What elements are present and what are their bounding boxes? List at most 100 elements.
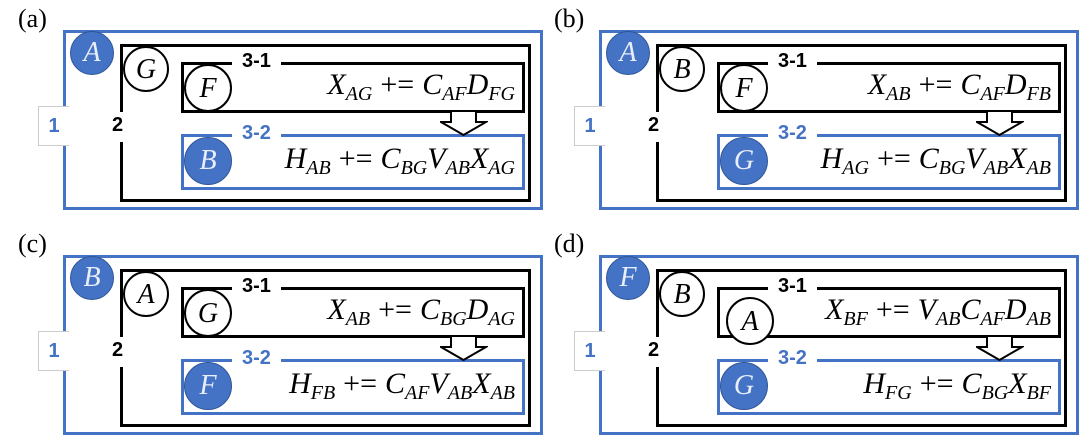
tensor-symbol: V — [429, 367, 448, 400]
panel-b: (b) 3-1 3-2 1 2 A B F G XAB+=CAFDFB HAG+… — [536, 0, 1080, 215]
panel-label: (a) — [18, 4, 47, 33]
operator: += — [876, 142, 911, 175]
tensor-term: DFG — [467, 68, 515, 105]
outer-index-circle: A — [606, 31, 650, 75]
loop-2-left-edge — [120, 367, 123, 424]
operator: += — [919, 367, 954, 400]
loop-3-2-box — [717, 359, 1061, 415]
tensor-indices: AB — [345, 308, 371, 330]
tensor-term: CBG — [380, 142, 428, 179]
tensor-term: VAB — [427, 142, 470, 179]
bottom-index-circle: B — [184, 137, 232, 185]
tensor-symbol: V — [965, 142, 984, 175]
tensor-symbol: X — [327, 293, 346, 326]
loop-2-left-edge — [656, 367, 659, 424]
tensor-term: CAF — [960, 68, 1004, 105]
loop-2-left-edge — [656, 44, 659, 112]
tensor-indices: AB — [445, 157, 470, 179]
tensor-indices: AG — [345, 83, 373, 105]
middle-index-circle: B — [659, 46, 705, 92]
loop-3-2-box — [181, 134, 525, 190]
bottom-index-circle: G — [720, 137, 768, 185]
loop-1-label: 1 — [38, 106, 69, 146]
loop-2-box — [120, 44, 531, 202]
tensor-indices: BG — [439, 308, 467, 330]
operator: += — [343, 367, 378, 400]
down-arrow-icon — [976, 335, 1024, 361]
tensor-indices: AF — [405, 382, 430, 404]
loop-2-box — [656, 269, 1067, 427]
tensor-symbol: H — [284, 142, 307, 175]
tensor-symbol: H — [289, 367, 311, 400]
tensor-symbol: D — [1004, 68, 1027, 101]
tensor-term: DFB — [1004, 68, 1051, 105]
panel-label: (d) — [554, 229, 585, 258]
loop-3-2-label: 3-2 — [232, 347, 281, 369]
tensor-term: CBG — [962, 367, 1009, 404]
tensor-indices: AB — [1026, 308, 1051, 330]
tensor-symbol: C — [380, 142, 401, 175]
loop-2-label: 2 — [648, 114, 660, 136]
inner-index-circle: F — [184, 64, 232, 112]
operator: += — [378, 293, 412, 326]
loop-2-left-edge — [656, 142, 659, 199]
tensor-term: XAB — [868, 68, 911, 105]
down-arrow-icon — [440, 110, 488, 136]
loop-3-1-label: 3-1 — [768, 50, 817, 72]
tensor-term: XBF — [1008, 367, 1051, 404]
loop-1-label: 1 — [574, 106, 605, 146]
tensor-term: HAB — [284, 142, 331, 179]
loop-3-2-label: 3-2 — [232, 122, 281, 144]
loop-3-1-box — [181, 62, 525, 113]
loop-2-label: 2 — [112, 339, 124, 361]
tensor-indices: BF — [1026, 382, 1051, 404]
tensor-term: XAG — [470, 142, 515, 179]
tensor-term: XAB — [472, 367, 515, 404]
tensor-term: DAG — [466, 293, 515, 330]
bottom-index-circle: F — [184, 362, 232, 410]
tensor-indices: AF — [980, 83, 1005, 105]
outer-index-circle: F — [606, 256, 650, 300]
loop-3-2-box — [181, 359, 525, 415]
tensor-indices: FB — [310, 382, 336, 404]
loop-3-2-label: 3-2 — [768, 347, 817, 369]
equation-3-2: HAB+=CBGVABXAG — [285, 142, 515, 180]
tensor-term: XAB — [1008, 142, 1051, 179]
tensor-indices: AG — [842, 157, 869, 179]
loop-2-left-edge — [120, 269, 123, 337]
tensor-indices: AB — [983, 157, 1009, 179]
loop-2-label: 2 — [112, 114, 124, 136]
tensor-indices: AG — [488, 308, 515, 330]
loop-3-1-label: 3-1 — [232, 50, 281, 72]
tensor-symbol: C — [960, 293, 981, 326]
loop-3-1-label: 3-1 — [768, 275, 817, 297]
loop-2-box — [656, 44, 1067, 202]
tensor-symbol: V — [917, 293, 936, 326]
down-arrow-icon — [440, 335, 488, 361]
equation-3-1: XAB+=CBGDAG — [327, 293, 515, 331]
tensor-symbol: C — [918, 142, 939, 175]
tensor-term: HFG — [863, 367, 911, 404]
tensor-indices: FG — [885, 382, 912, 404]
tensor-symbol: X — [1008, 142, 1027, 175]
loop-2-box — [120, 269, 531, 427]
equation-3-1: XAG+=CAFDFG — [327, 68, 515, 106]
tensor-indices: AB — [1026, 157, 1051, 179]
middle-index-circle: A — [123, 271, 169, 317]
tensor-symbol: C — [385, 367, 406, 400]
tensor-symbol: C — [960, 68, 981, 101]
tensor-term: XBF — [825, 293, 868, 330]
tensor-indices: AB — [886, 83, 911, 105]
tensor-symbol: V — [427, 142, 446, 175]
tensor-symbol: D — [466, 293, 489, 326]
operator: += — [380, 68, 415, 101]
tensor-indices: FG — [488, 83, 515, 105]
tensor-symbol: X — [470, 142, 489, 175]
inner-index-circle: A — [726, 297, 774, 345]
tensor-term: XAG — [327, 68, 372, 105]
loop-3-1-label: 3-1 — [232, 275, 281, 297]
tensor-term: CAF — [422, 68, 466, 105]
panel-label: (b) — [554, 4, 585, 33]
outer-index-circle: A — [70, 31, 114, 75]
tensor-symbol: X — [1008, 367, 1027, 400]
